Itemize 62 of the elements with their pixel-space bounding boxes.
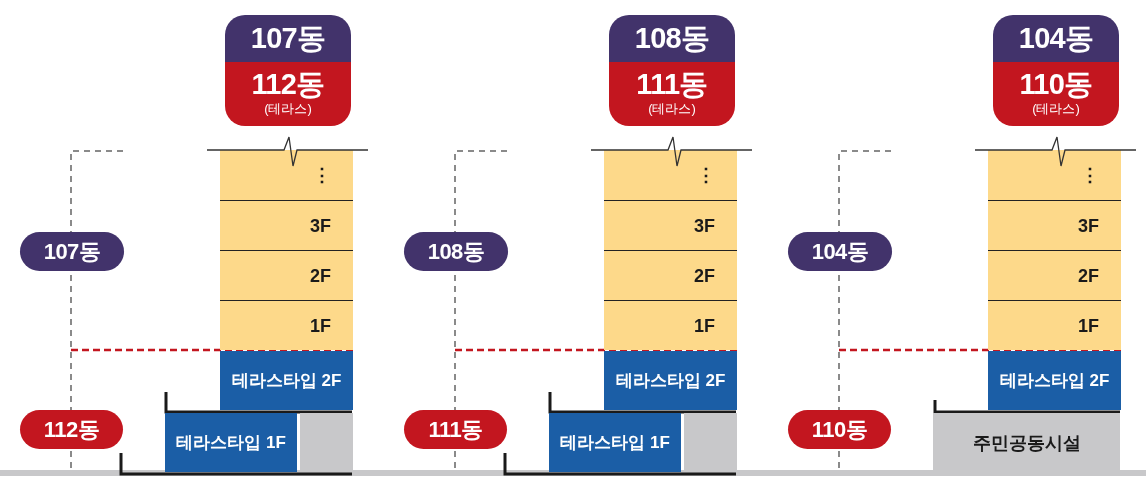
ellipsis-mark: ⋮ bbox=[697, 166, 715, 184]
building-tag bbox=[20, 232, 124, 271]
building-label-card bbox=[225, 15, 351, 126]
floor-block bbox=[604, 300, 737, 350]
floor-block bbox=[988, 300, 1121, 350]
floor-block bbox=[988, 150, 1121, 200]
floor-label: 1F bbox=[310, 316, 331, 335]
floor-label: 1F bbox=[1078, 316, 1099, 335]
floor-block bbox=[220, 250, 353, 300]
floor-label: 2F bbox=[310, 266, 331, 285]
building-tag bbox=[788, 232, 892, 271]
terrace-floor-block bbox=[549, 413, 681, 472]
floor-block bbox=[988, 250, 1121, 300]
service-block bbox=[684, 413, 737, 472]
building-tag bbox=[788, 410, 891, 449]
floor-label: 테라스타입 1F bbox=[560, 434, 670, 451]
floor-label: 1F bbox=[694, 316, 715, 335]
terrace-floor-block bbox=[988, 351, 1121, 410]
floor-block bbox=[220, 300, 353, 350]
terrace-note: (테라스) bbox=[264, 101, 312, 118]
building-number: 104동 bbox=[1018, 24, 1094, 53]
floor-label: 2F bbox=[1078, 266, 1099, 285]
building-number: 111동 bbox=[636, 70, 708, 100]
building-number: 107동 bbox=[250, 24, 326, 53]
floor-label: 테라스타입 2F bbox=[999, 372, 1110, 389]
floor-label: 테라스타입 2F bbox=[231, 372, 342, 389]
facility-label: 주민공동시설 bbox=[972, 433, 1081, 452]
ellipsis-mark: ⋮ bbox=[1081, 166, 1099, 184]
building-label-card bbox=[609, 15, 735, 126]
facility-block bbox=[933, 413, 1120, 472]
building-tag bbox=[20, 410, 123, 449]
service-block bbox=[300, 413, 353, 472]
terrace-floor-block bbox=[220, 351, 353, 410]
terrace-note: (테라스) bbox=[648, 101, 696, 118]
terrace-floor-block bbox=[165, 413, 297, 472]
floor-block bbox=[220, 200, 353, 250]
tag-text: 104동 bbox=[811, 240, 869, 263]
floor-label: 테라스타입 2F bbox=[615, 372, 726, 389]
building-label-card bbox=[993, 15, 1119, 126]
floor-block bbox=[988, 200, 1121, 250]
building-number: 108동 bbox=[634, 24, 710, 53]
floor-label: 테라스타입 1F bbox=[176, 434, 286, 451]
tag-text: 108동 bbox=[427, 240, 485, 263]
floor-label: 2F bbox=[694, 266, 715, 285]
tag-text: 112동 bbox=[43, 418, 100, 441]
building-tag bbox=[404, 232, 508, 271]
terrace-floor-block bbox=[604, 351, 737, 410]
terrace-note: (테라스) bbox=[1032, 101, 1080, 118]
floor-block bbox=[604, 200, 737, 250]
floor-block bbox=[604, 150, 737, 200]
floor-label: 3F bbox=[310, 216, 331, 235]
tag-text: 110동 bbox=[811, 418, 868, 441]
floor-label: 3F bbox=[694, 216, 715, 235]
building-number: 112동 bbox=[251, 70, 325, 100]
ellipsis-mark: ⋮ bbox=[313, 166, 331, 184]
building-tag bbox=[404, 410, 507, 449]
building-number: 110동 bbox=[1019, 70, 1093, 100]
tag-text: 107동 bbox=[43, 240, 101, 263]
floor-label: 3F bbox=[1078, 216, 1099, 235]
floor-block bbox=[220, 150, 353, 200]
floor-block bbox=[604, 250, 737, 300]
tag-text: 111동 bbox=[428, 418, 483, 441]
